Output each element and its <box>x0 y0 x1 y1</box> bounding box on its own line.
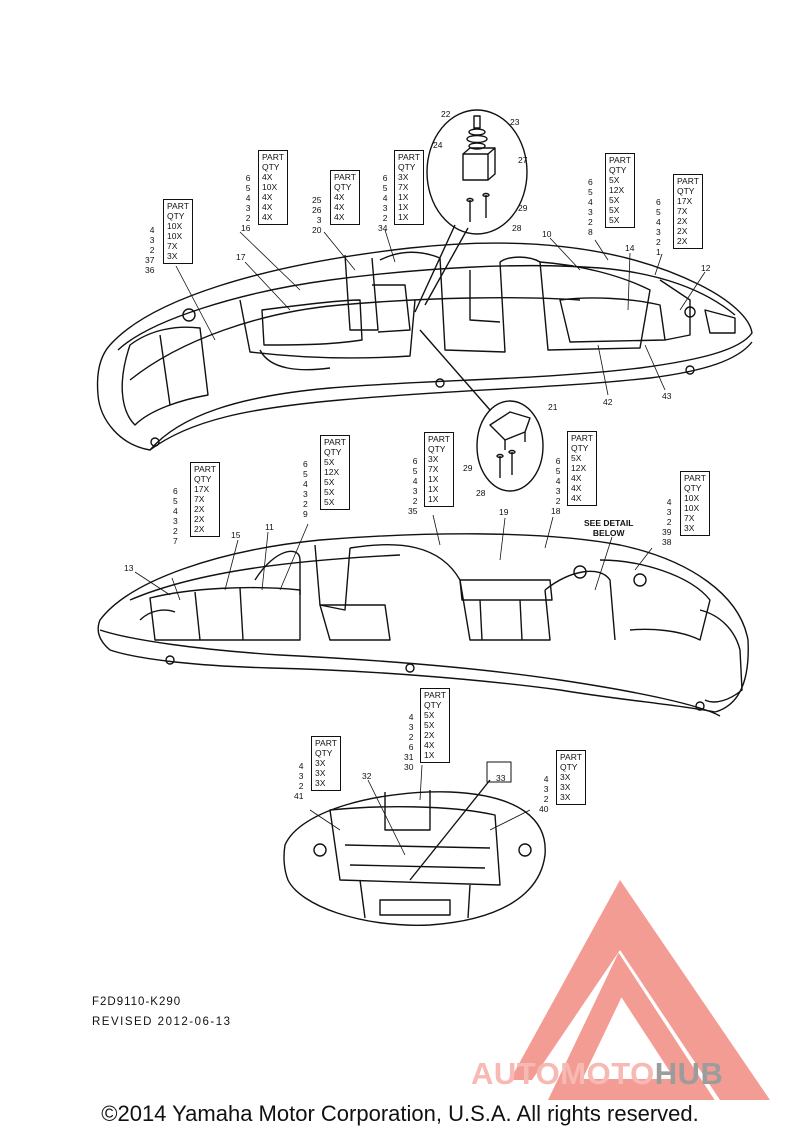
drawing-number: F2D9110-K290 <box>92 996 182 1008</box>
callout-13: 13 <box>124 563 134 573</box>
callout-29-mid: 29 <box>463 463 473 473</box>
callout-28-mid: 28 <box>476 488 486 498</box>
callout-43: 43 <box>662 391 672 401</box>
detail-circle-hardware-top <box>414 109 528 313</box>
copyright-notice: ©2014 Yamaha Motor Corporation, U.S.A. A… <box>101 1101 699 1126</box>
leader-lines <box>134 229 706 856</box>
callout-17: 17 <box>236 252 246 262</box>
callout-29-top: 29 <box>518 203 528 213</box>
automotohub-wordmark: AUTOMOTOHUB <box>471 1056 723 1092</box>
callout-24: 24 <box>433 140 443 150</box>
callout-15: 15 <box>231 530 241 540</box>
revision-date: REVISED 2012-06-13 <box>92 1016 232 1028</box>
callout-22: 22 <box>441 109 451 119</box>
bottom-detail-drawing <box>283 761 546 926</box>
callout-32: 32 <box>362 771 372 781</box>
lower-liner-drawing <box>97 533 749 717</box>
upper-liner-drawing <box>96 242 753 451</box>
callout-12: 12 <box>701 263 711 273</box>
brand-part-2: HUB <box>654 1056 724 1091</box>
callout-33: 33 <box>496 773 506 783</box>
callout-14: 14 <box>625 243 635 253</box>
detail-circle-hardware-mid <box>419 329 544 492</box>
brand-part-1: AUTOMOTO <box>471 1056 655 1091</box>
callout-11: 11 <box>265 522 274 532</box>
automotohub-logo <box>510 880 770 1100</box>
callout-42: 42 <box>603 397 613 407</box>
callout-27: 27 <box>518 155 528 165</box>
callout-28-top: 28 <box>512 223 522 233</box>
callout-23: 23 <box>510 117 520 127</box>
see-detail-note: SEE DETAIL BELOW <box>584 518 634 538</box>
callout-10: 10 <box>542 229 552 239</box>
callout-21: 21 <box>548 402 558 412</box>
callout-19: 19 <box>499 507 509 517</box>
